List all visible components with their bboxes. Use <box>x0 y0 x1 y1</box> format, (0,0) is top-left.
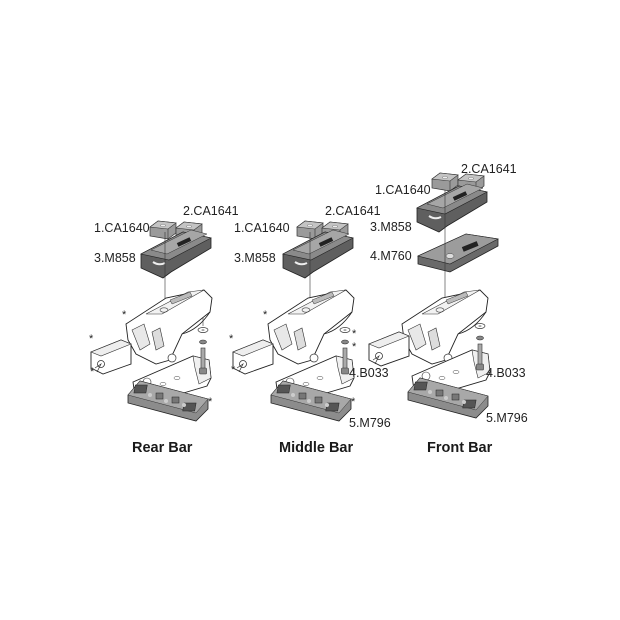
rear-marker: * <box>208 396 213 408</box>
middle-marker: * <box>352 341 357 353</box>
front-part-5-label: 5.M796 <box>486 411 528 425</box>
middle-part-4-label: 4.B033 <box>349 366 389 380</box>
middle-marker: * <box>229 333 234 345</box>
rear-bar-assembly <box>90 220 213 422</box>
middle-bar-assembly <box>232 220 355 422</box>
rear-bar-title: Rear Bar <box>132 440 193 456</box>
front-part-4b-label: 4.B033 <box>486 366 526 380</box>
front-bar-title: Front Bar <box>427 440 493 456</box>
middle-part-2-label: 2.CA1641 <box>325 204 381 218</box>
front-part-1-label: 1.CA1640 <box>375 183 431 197</box>
rear-marker: * <box>89 333 94 345</box>
middle-marker: * <box>351 396 356 408</box>
middle-part-5-label: 5.M796 <box>349 416 391 430</box>
rear-part-1-label: 1.CA1640 <box>94 221 150 235</box>
middle-part-3-label: 3.M858 <box>234 251 276 265</box>
rear-part-2-label: 2.CA1641 <box>183 204 239 218</box>
middle-marker: * <box>352 328 357 340</box>
rear-marker: * <box>90 366 95 378</box>
rear-part-3-label: 3.M858 <box>94 251 136 265</box>
front-part-4-label: 4.M760 <box>370 249 412 263</box>
front-part-3-label: 3.M858 <box>370 220 412 234</box>
front-bar-assembly <box>368 172 499 419</box>
rear-marker: * <box>122 309 127 321</box>
middle-marker: * <box>263 309 268 321</box>
middle-part-1-label: 1.CA1640 <box>234 221 290 235</box>
middle-marker: * <box>231 364 236 376</box>
front-part-2-label: 2.CA1641 <box>461 162 517 176</box>
middle-bar-title: Middle Bar <box>279 440 354 456</box>
